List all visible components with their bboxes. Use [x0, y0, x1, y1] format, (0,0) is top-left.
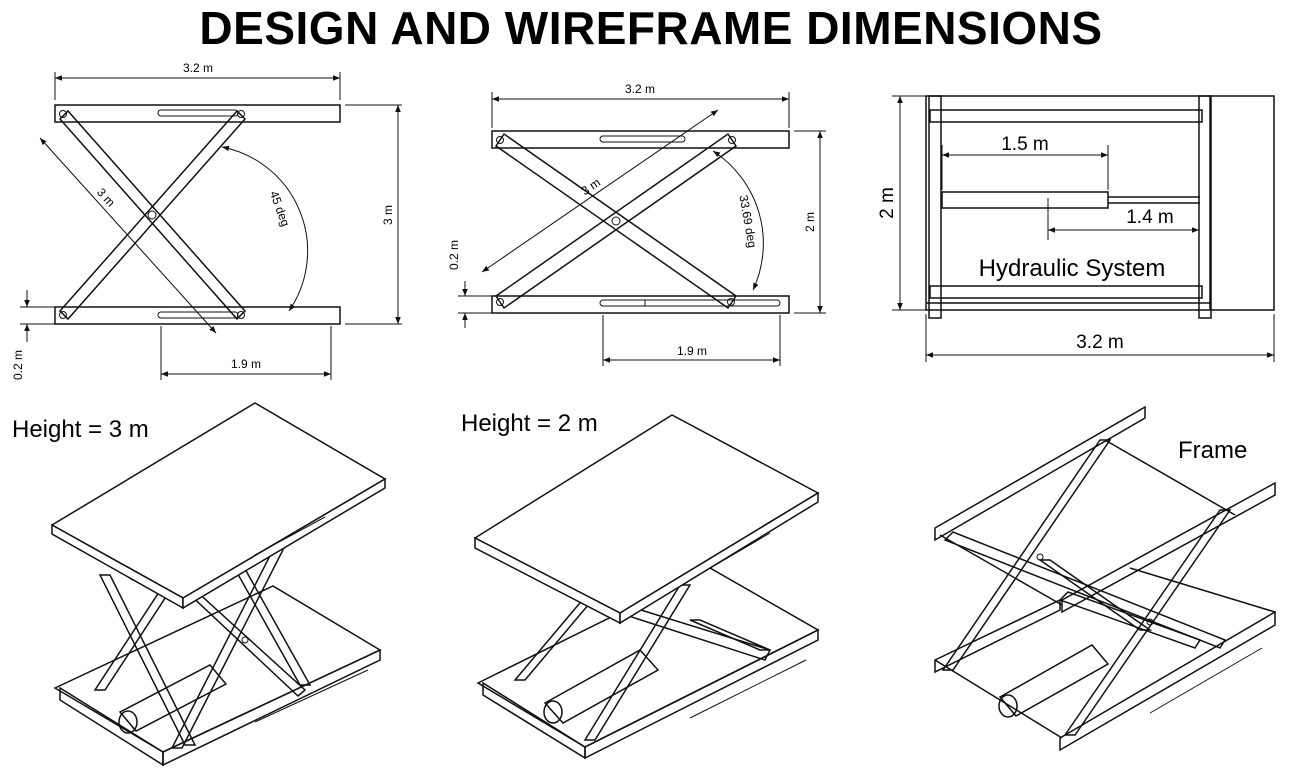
- dim-base-label: 0.2 m: [447, 240, 461, 270]
- hydraulic-cylinder: [941, 191, 1109, 209]
- scissor-arm-a: [494, 132, 738, 310]
- dim-slot-label: 1.9 m: [231, 357, 261, 371]
- top-platform: [473, 414, 820, 614]
- top-platform: [54, 104, 341, 123]
- hydraulic-cylinder: [118, 664, 228, 732]
- dim-height-label: 3 m: [381, 205, 395, 225]
- dim-height-label: 2 m: [877, 187, 898, 219]
- scissor-arm-b: [494, 132, 738, 310]
- outer-frame: [925, 95, 1275, 311]
- top-platform: [491, 130, 790, 149]
- hydraulic-system-caption: Hydraulic System: [979, 255, 1166, 282]
- iso-lowered-caption: Height = 2 m: [461, 410, 598, 437]
- dim-rod-label: 1.4 m: [1126, 207, 1174, 228]
- hydraulic-cylinder: [543, 649, 660, 724]
- iso-view-extended: Height = 3 m: [12, 402, 387, 767]
- dim-arm-label: 3 m: [94, 185, 118, 209]
- page-title: DESIGN AND WIREFRAME DIMENSIONS: [199, 2, 1103, 54]
- front-view-extended: 3.2 m 3 m 3 m 45 deg 0.2 m 1.9 m: [11, 61, 402, 380]
- scissor-arm-a: [58, 109, 247, 321]
- dim-height-label: 2 m: [803, 212, 817, 232]
- dim-width-label: 3.2 m: [625, 82, 655, 96]
- center-pivot: [147, 210, 157, 220]
- frame-caption: Frame: [1178, 437, 1247, 464]
- top-slot: [157, 109, 239, 117]
- center-pivot: [611, 216, 621, 226]
- scissor-arm-b: [58, 109, 247, 321]
- bottom-base: [491, 295, 790, 314]
- hydraulic-cylinder: [998, 644, 1110, 717]
- dim-slot-label: 1.9 m: [677, 344, 707, 358]
- dim-base-label: 0.2 m: [11, 350, 25, 380]
- top-frame-rail: [934, 405, 1146, 542]
- dim-angle-label: 33.69 deg: [736, 194, 759, 249]
- top-view: 1.5 m 1.4 m 2 m 3.2 m Hydraulic System: [877, 95, 1275, 362]
- dim-width-label: 3.2 m: [1076, 332, 1124, 353]
- dim-arm-label: 3 m: [579, 175, 603, 198]
- dim-angle-label: 45 deg: [267, 189, 293, 228]
- dim-width-label: 3.2 m: [183, 61, 213, 75]
- iso-view-lowered: Height = 2 m: [461, 410, 820, 760]
- front-view-lowered: 3.2 m 2 m 3 m 33.69 deg 0.2 m 1.9 m: [447, 82, 826, 366]
- dim-cylinder-label: 1.5 m: [1001, 134, 1049, 155]
- bottom-base: [54, 306, 341, 325]
- iso-view-frame: Frame: [934, 405, 1276, 752]
- iso-extended-caption: Height = 3 m: [12, 416, 149, 443]
